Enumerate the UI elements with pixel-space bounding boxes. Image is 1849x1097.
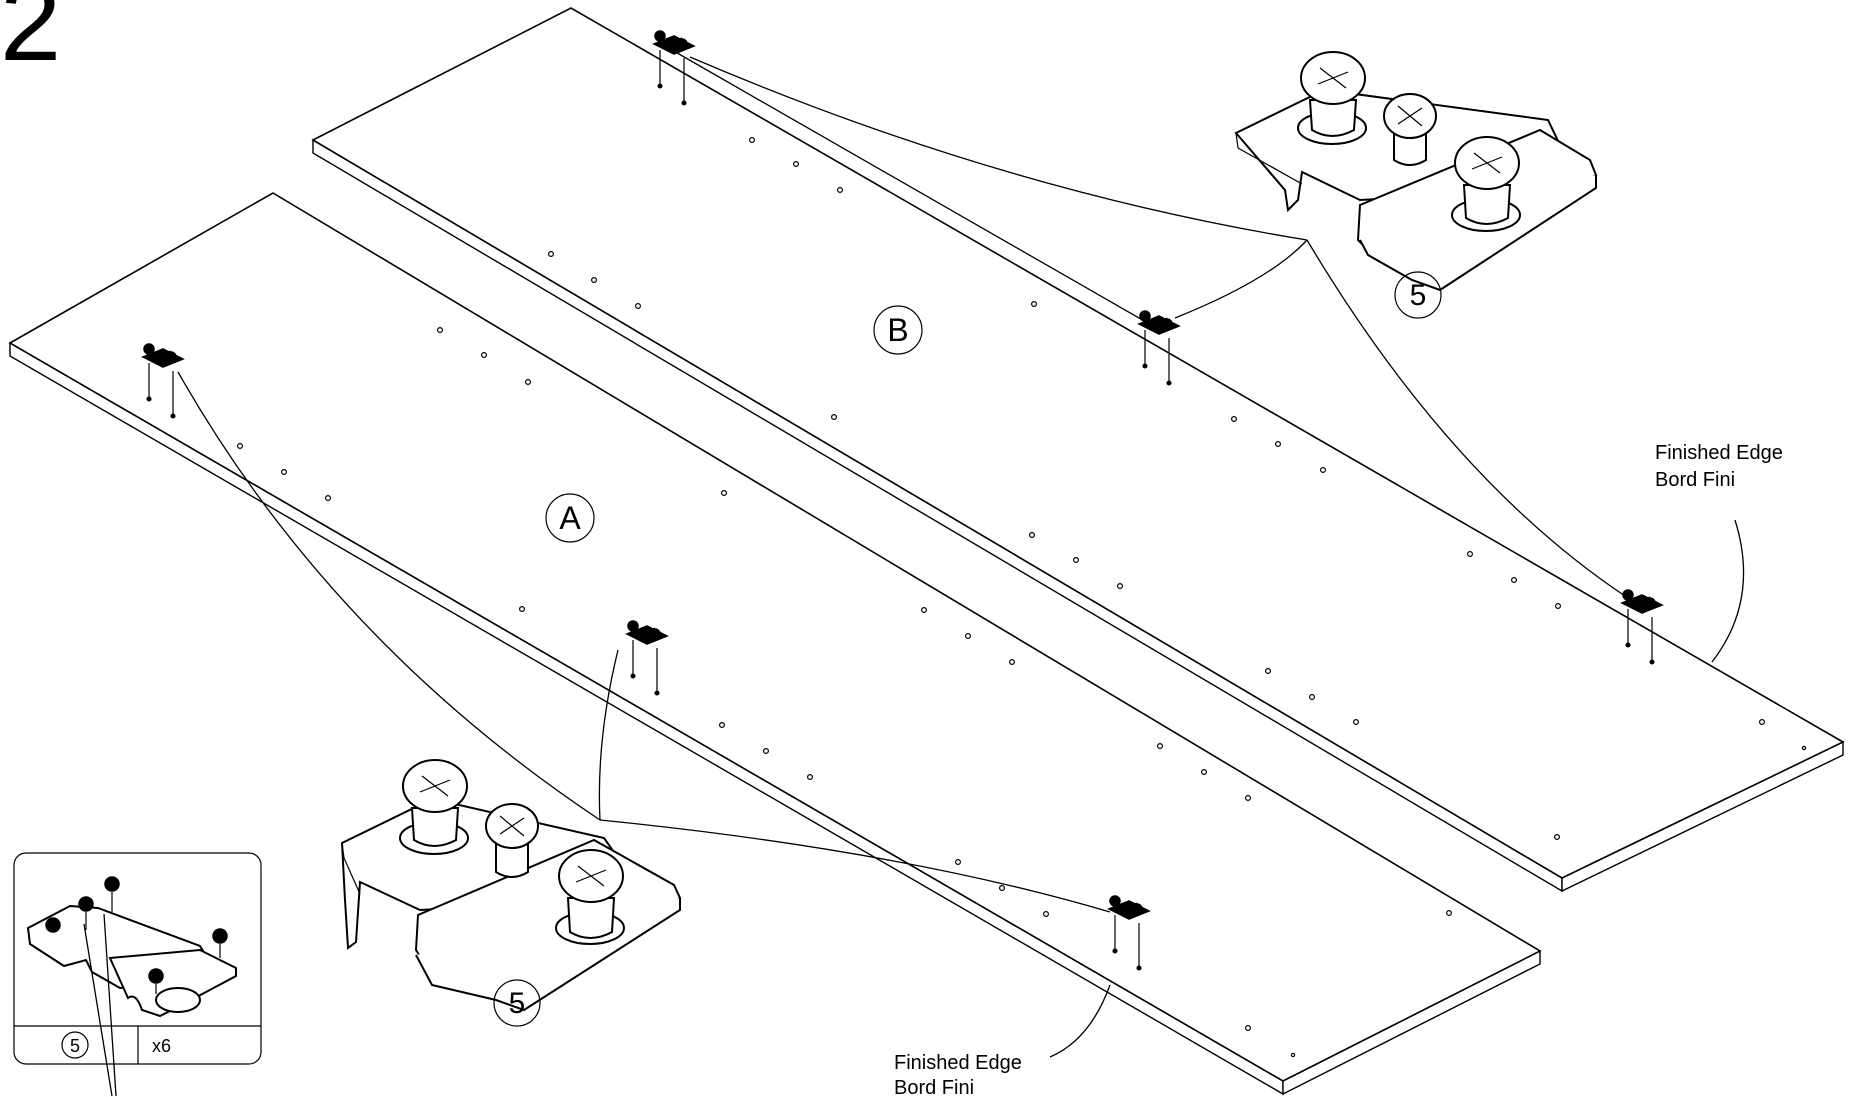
panel-b-label: B — [873, 305, 923, 355]
edge-note-right-line2: Bord Fini — [1655, 469, 1735, 491]
hinge-plate-b2 — [1137, 310, 1181, 386]
edge-note-right-line1: Finished Edge — [1655, 442, 1783, 464]
hinge-plate-b1 — [652, 30, 696, 106]
parts-box: 5 x6 — [13, 852, 262, 1097]
panel-b — [311, 7, 1845, 893]
hinge-detail-right — [1234, 51, 1598, 292]
parts-box-quantity: x6 — [152, 1036, 171, 1056]
panel-a-holes — [237, 327, 1452, 1058]
hinge-detail-left — [340, 759, 682, 1012]
step-number: 2 — [0, 0, 61, 84]
panel-b-holes — [547, 137, 1807, 840]
edge-note-bottom-line1: Finished Edge — [894, 1052, 1022, 1074]
leader-lines-a — [177, 371, 1111, 913]
leader-lines-b — [671, 49, 1629, 599]
panel-a-label-text: A — [559, 500, 581, 536]
parts-box-hinge-icon — [26, 876, 237, 1018]
edge-note-right: Finished Edge Bord Fini — [1655, 442, 1783, 663]
panel-a — [8, 192, 1542, 1096]
part-callout-left-text: 5 — [509, 987, 526, 1020]
edge-note-bottom-line2: Bord Fini — [894, 1077, 974, 1097]
parts-box-part-number: 5 — [70, 1036, 80, 1056]
part-callout-left: 5 — [493, 979, 541, 1027]
hinge-plate-a2 — [625, 620, 669, 696]
panel-a-label: A — [545, 493, 595, 543]
edge-note-bottom: Finished Edge Bord Fini — [894, 984, 1111, 1097]
panel-b-label-text: B — [887, 312, 908, 348]
hinge-plate-b3 — [1620, 589, 1664, 665]
part-callout-right-text: 5 — [1410, 279, 1427, 312]
hinge-plate-a3 — [1107, 895, 1151, 971]
hinge-plate-a1 — [141, 343, 185, 419]
part-callout-right: 5 — [1394, 271, 1442, 319]
